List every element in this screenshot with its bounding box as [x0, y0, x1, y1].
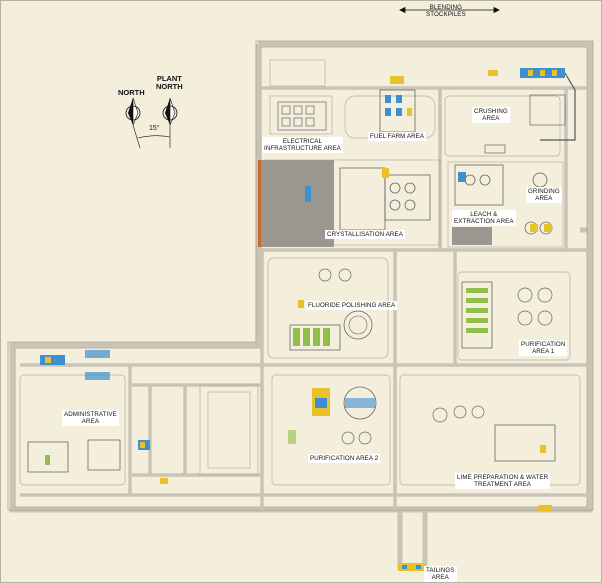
- crystallisation-pad: [258, 160, 334, 247]
- administrative-area-label: ADMINISTRATIVE AREA: [62, 410, 119, 426]
- tailings-area-label: TAILINGS AREA: [424, 566, 457, 582]
- stockpiles-arrow: [399, 6, 500, 14]
- lime-preparation-water-treatment-area-label: LIME PREPARATION & WATER TREATMENT AREA: [455, 473, 551, 489]
- leach-pad: [452, 227, 492, 245]
- purification-area-1-label: PURIFICATION AREA 1: [519, 340, 568, 356]
- angle-arc: [137, 135, 171, 139]
- grinding-unit-b: [544, 224, 552, 232]
- lime-equipment: [432, 405, 556, 511]
- leach-unit: [458, 172, 466, 182]
- electrical-equipment: [277, 101, 327, 131]
- leach-extraction-area-label: LEACH & EXTRACTION AREA: [452, 210, 516, 226]
- blending-stockpiles-label: BLENDING STOCKPILES: [426, 4, 466, 18]
- electrical-infrastructure-area-label: ELECTRICAL INFRASTRUCTURE AREA: [262, 137, 343, 153]
- angle-label: 15°: [149, 125, 160, 132]
- crystallisation-area-label: CRYSTALLISATION AREA: [325, 230, 405, 239]
- fuel-farm-area-label: FUEL FARM AREA: [368, 132, 427, 141]
- crystallisation-unit: [382, 168, 389, 178]
- plant-north-arrow: [162, 97, 178, 126]
- fluoride-equipment: [289, 268, 373, 351]
- internal-roads: [20, 86, 590, 510]
- crushing-equipment: [484, 68, 576, 154]
- admin-equipment: [27, 350, 168, 484]
- crushing-area-label: CRUSHING AREA: [472, 107, 510, 123]
- purification-area-2-label: PURIFICATION AREA 2: [308, 454, 381, 463]
- north-label: NORTH: [118, 88, 145, 97]
- purification-1-equipment: [461, 281, 553, 349]
- crystallisation-unit-b: [305, 186, 311, 202]
- grinding-area-label: GRINDING AREA: [526, 187, 562, 203]
- fluoride-polishing-area-label: FLUORIDE POLISHING AREA: [306, 301, 398, 310]
- purification-2-equipment: [288, 386, 377, 445]
- tailings-equipment: [398, 563, 426, 571]
- plant-north-label: PLANT NORTH: [156, 74, 183, 91]
- grinding-unit: [530, 224, 538, 232]
- north-arrow: [125, 97, 141, 126]
- perimeter-roads: [9, 41, 593, 570]
- angle-line: [132, 124, 141, 149]
- pad-edge: [258, 160, 261, 247]
